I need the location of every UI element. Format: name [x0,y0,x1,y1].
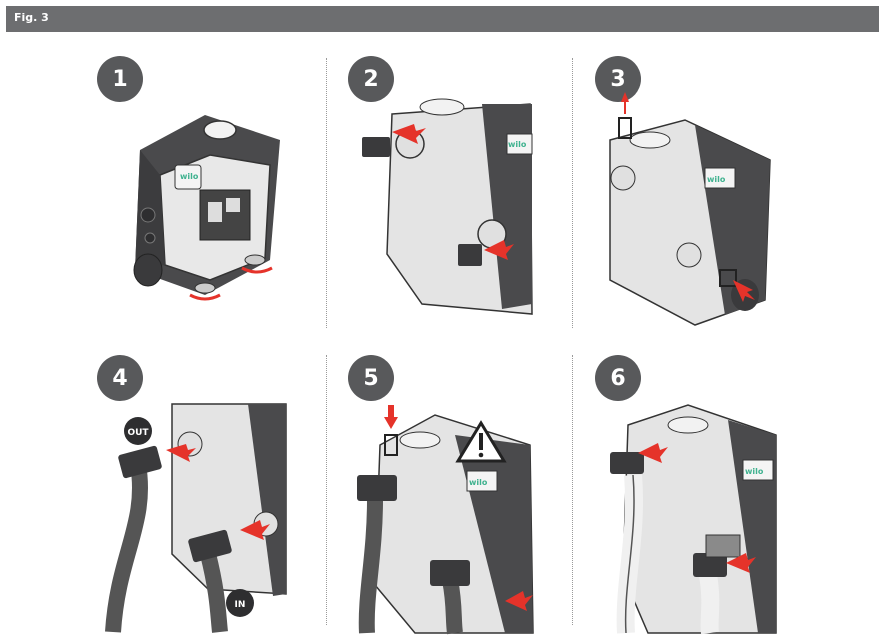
step-6-illustration: wilo [610,404,777,635]
in-badge [226,589,254,617]
plug-cap [362,137,390,157]
in-label: IN [235,600,246,610]
figure-header-bar: Fig. 3 [6,6,879,32]
step-3-illustration: wilo [609,92,771,326]
step-4-badge: 4 [97,355,143,401]
figure-title: Fig. 3 [14,11,49,24]
step-5-badge: 5 [348,355,394,401]
clip [618,117,632,139]
plug-cap [458,244,482,266]
brand-logo: wilo [180,172,199,181]
step-4-illustration: OUT IN [105,403,287,633]
arrow-icon [240,520,270,540]
step-3-badge: 3 [595,56,641,102]
hose [442,578,463,635]
arrow-icon [505,591,533,611]
step-5-illustration: wilo [357,405,534,635]
clip [719,269,737,287]
arrow-icon [733,280,755,302]
hose [699,573,720,635]
arrow-icon [484,240,514,260]
hose [200,552,228,633]
column-divider [572,58,573,328]
step-2-illustration: wilo [362,98,533,315]
arrow-icon [392,124,426,144]
hose [105,462,149,633]
step-6-badge: 6 [595,355,641,401]
brand-logo: wilo [508,140,527,149]
step-1-badge: 1 [97,56,143,102]
clip [384,434,398,456]
column-divider [326,355,327,625]
brand-logo: wilo [469,478,488,487]
column-divider [572,355,573,625]
hose [358,499,383,634]
arrow-icon [166,444,196,462]
out-badge [124,417,152,445]
arrow-icon [638,443,668,463]
step-2-badge: 2 [348,56,394,102]
arrow-icon [621,92,629,114]
hose [616,474,644,634]
step-1-illustration: wilo [133,115,280,301]
column-divider [326,58,327,328]
out-label: OUT [127,428,149,438]
arrow-icon [384,405,398,429]
brand-logo: wilo [707,175,726,184]
brand-logo: wilo [745,467,764,476]
arrow-icon [726,553,756,573]
